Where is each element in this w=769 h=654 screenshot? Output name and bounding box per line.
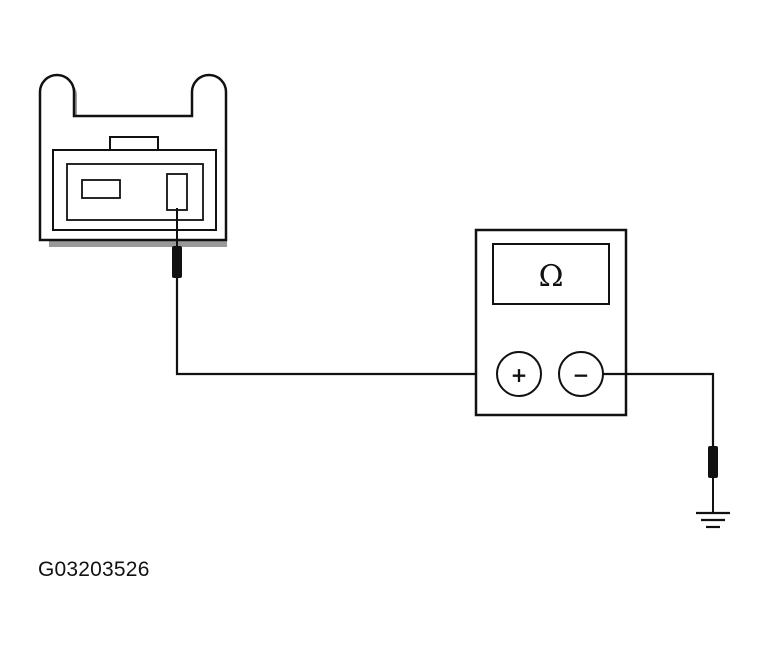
ground-symbol-icon <box>696 511 730 529</box>
ohm-symbol: Ω <box>539 259 564 294</box>
positive-terminal <box>496 351 542 397</box>
lead-positive <box>175 278 498 376</box>
positive-terminal-label: + <box>511 363 528 387</box>
lead-negative <box>603 372 715 448</box>
probe-ground <box>708 446 718 512</box>
connector <box>38 73 228 247</box>
connector-cavity-left <box>81 179 121 199</box>
ohmmeter: Ω + − <box>474 228 628 417</box>
connector-inner-frame <box>66 163 204 221</box>
ground-probe-handle <box>708 446 718 478</box>
probe-handle <box>172 246 182 278</box>
ohmmeter-display <box>492 243 610 305</box>
figure-id-label: G03203526 <box>38 558 150 581</box>
connector-face <box>52 149 217 231</box>
negative-terminal-label: − <box>573 363 590 387</box>
connector-latch <box>109 136 159 150</box>
probe-connector <box>172 208 182 278</box>
